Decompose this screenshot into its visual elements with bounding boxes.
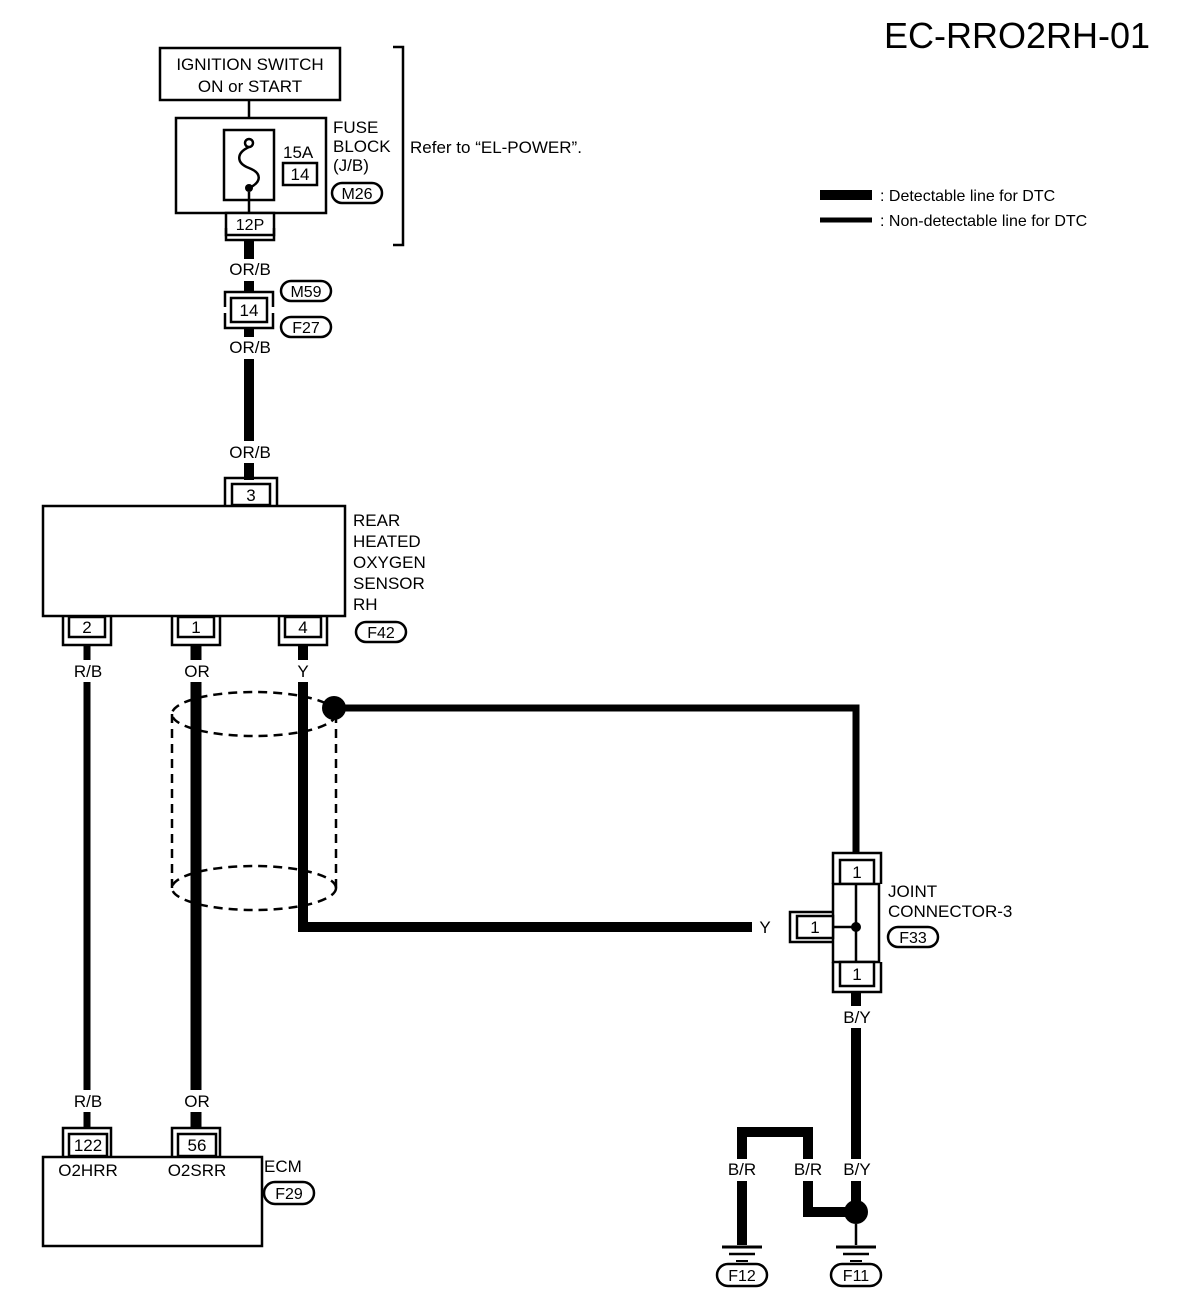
- ecm-terminal-o2hrr: O2HRR: [58, 1161, 118, 1180]
- fuse-block-label-line2: BLOCK: [333, 137, 391, 156]
- wire-label-br-right: B/R: [794, 1160, 822, 1179]
- ecm-label: ECM: [264, 1157, 302, 1176]
- el-power-note: Refer to “EL-POWER”.: [410, 138, 582, 157]
- ignition-switch: IGNITION SWITCH ON or START: [158, 46, 342, 102]
- wire-br: [737, 1127, 852, 1245]
- ground-f11-icon: [836, 1245, 876, 1262]
- ground-f12-label: F12: [728, 1268, 756, 1285]
- sensor-label-line4: SENSOR: [353, 574, 425, 593]
- sensor-connector: F42: [367, 625, 395, 642]
- joint-pin-bottom: 1: [852, 965, 861, 984]
- el-power-bracket: [393, 45, 405, 247]
- fuse-block-label-line3: (J/B): [333, 156, 369, 175]
- inline-connector-m59: M59: [290, 284, 321, 301]
- wire-label-br-left: B/R: [728, 1160, 756, 1179]
- sensor-pin-2: 2: [82, 618, 91, 637]
- wire-label-orb-3: OR/B: [229, 443, 271, 462]
- ignition-label-line2: ON or START: [198, 77, 302, 96]
- ignition-label-line1: IGNITION SWITCH: [176, 55, 323, 74]
- joint-pin-top: 1: [852, 863, 861, 882]
- wire-label-y-top: Y: [297, 662, 308, 681]
- fuse-amp: 15A: [283, 143, 314, 162]
- wire-shield-drain: [334, 704, 860, 853]
- diagram-id: EC-RRO2RH-01: [884, 15, 1150, 56]
- ecm-pin-122: 122: [74, 1136, 102, 1155]
- fuse-block-connector: M26: [341, 186, 372, 203]
- sensor-label-line5: RH: [353, 595, 378, 614]
- ecm-terminal-o2srr: O2SRR: [168, 1161, 227, 1180]
- fuse-terminal-bottom: [245, 184, 253, 192]
- fuse-block: 15A 14 FUSE BLOCK (J/B) M26 12P: [174, 116, 391, 242]
- wire-y: [298, 645, 758, 932]
- sensor-pin-4: 4: [298, 618, 307, 637]
- joint-connector-3: 1 1 1 JOINT CONNECTOR-3 F33: [788, 851, 1012, 994]
- sensor-pin-1: 1: [191, 618, 200, 637]
- wire-label-rb-top: R/B: [74, 662, 102, 681]
- joint-connector-id: F33: [899, 930, 927, 947]
- sensor-label-line3: OXYGEN: [353, 553, 426, 572]
- fuse-block-terminal: 12P: [236, 217, 264, 234]
- ground-splice: [844, 1200, 868, 1224]
- ecm-pin-56: 56: [188, 1136, 207, 1155]
- wire-label-or-bottom: OR: [184, 1092, 210, 1111]
- joint-label-line1: JOINT: [888, 882, 937, 901]
- joint-label-line2: CONNECTOR-3: [888, 902, 1012, 921]
- sensor-label-line1: REAR: [353, 511, 400, 530]
- wire-label-or-top: OR: [184, 662, 210, 681]
- inline-connector-14: 14 M59 F27: [223, 279, 333, 339]
- wire-label-y-joint: Y: [759, 918, 770, 937]
- ecm: 122 56 O2HRR O2SRR ECM F29: [41, 1126, 316, 1248]
- wire-label-orb-1: OR/B: [229, 260, 271, 279]
- ground-f12-icon: [722, 1245, 762, 1262]
- legend-detectable-label: : Detectable line for DTC: [880, 188, 1055, 205]
- ground-f11-label: F11: [843, 1268, 869, 1285]
- sensor-pin-3: 3: [246, 486, 255, 505]
- legend-non-detectable-label: : Non-detectable line for DTC: [880, 213, 1087, 230]
- wire-label-orb-2: OR/B: [229, 338, 271, 357]
- wire-label-by-bottom: B/Y: [843, 1160, 870, 1179]
- wire-label-by-top: B/Y: [843, 1008, 870, 1027]
- fuse-block-label-line1: FUSE: [333, 118, 378, 137]
- rear-heated-oxygen-sensor: 3 REAR HEATED OXYGEN SENSOR RH 2 1 4 F42: [41, 476, 426, 647]
- inline-connector-pin: 14: [240, 301, 259, 320]
- fuse-element: [238, 145, 260, 190]
- fuse-terminal-top: [243, 137, 255, 149]
- wire-label-rb-bottom: R/B: [74, 1092, 102, 1111]
- joint-pin-side: 1: [810, 918, 819, 937]
- fuse-number: 14: [291, 165, 310, 184]
- joint-splice-dot: [851, 922, 861, 932]
- inline-connector-f27: F27: [292, 320, 320, 337]
- ecm-connector: F29: [275, 1186, 303, 1203]
- legend: : Detectable line for DTC : Non-detectab…: [820, 188, 1087, 230]
- sensor-label-line2: HEATED: [353, 532, 421, 551]
